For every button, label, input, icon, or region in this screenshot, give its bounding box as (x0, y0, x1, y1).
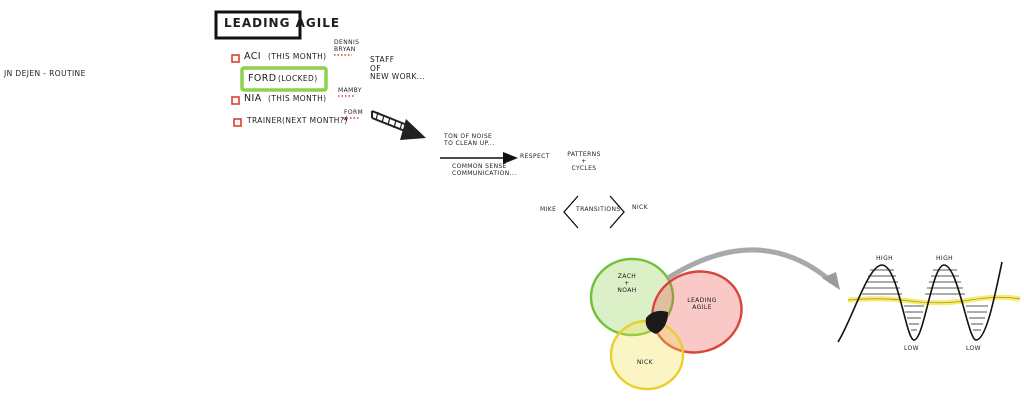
checkbox-aci[interactable] (231, 54, 240, 63)
transition-center: TRANSITIONS (576, 206, 621, 213)
venn-yellow-label: NICK (637, 359, 653, 366)
right-bracket (609, 195, 625, 229)
title-box-frame (214, 10, 302, 40)
venn-green-label: ZACH + NOAH (617, 273, 637, 294)
transition-left: MIKE (540, 206, 557, 213)
flow-bottom-text: COMMON SENSE COMMUNICATION... (452, 163, 517, 177)
venn-center (645, 310, 668, 334)
venn-diagram (589, 257, 743, 391)
venn-yellow-circle (609, 319, 685, 391)
client-nia-note: (THIS MONTH) (268, 94, 327, 103)
transition-right: NICK (632, 204, 648, 211)
patterns-label: PATTERNS + CYCLES (567, 151, 601, 172)
client-aci-note: (THIS MONTH) (268, 52, 327, 61)
flow-arrowhead (503, 152, 518, 164)
staging-note: STAFF OF NEW WORK... (370, 55, 426, 82)
client-trainer-note: (NEXT MONTH?) (282, 116, 348, 125)
flow-top-text: TON OF NOISE TO CLEAN UP... (444, 133, 495, 147)
curved-arrowhead (822, 272, 840, 290)
side-note: JN DEJEN - ROUTINE (4, 69, 86, 78)
wave-trough-2: LOW (966, 345, 981, 352)
wave-peak-1: HIGH (876, 255, 894, 262)
curved-arrow (666, 247, 834, 284)
respect-label: RESPECT (520, 153, 550, 160)
hatched-arrow (371, 110, 426, 140)
client-nia-name: NIA (244, 93, 262, 104)
client-nia-tag: MAMBY (338, 87, 362, 94)
client-aci-name: ACI (244, 51, 261, 62)
checkbox-nia[interactable] (231, 96, 240, 105)
left-bracket (563, 195, 579, 229)
client-trainer-tag: FORM 4 (344, 109, 364, 123)
ford-highlight-box (240, 66, 328, 92)
title-box-label: LEADING AGILE (224, 16, 341, 30)
wave-line (837, 261, 1003, 343)
client-aci-tag: DENNIS BRYAN (334, 39, 360, 53)
client-ford-note: (LOCKED) (278, 74, 318, 83)
checkbox-trainer[interactable] (233, 118, 242, 127)
venn-red-label: LEADING AGILE (687, 297, 717, 311)
wave-peak-2: HIGH (936, 255, 954, 262)
wave-sketch (837, 261, 1021, 343)
client-ford-name: FORD (248, 73, 277, 84)
wave-trough-1: LOW (904, 345, 919, 352)
client-trainer-name: TRAINER (247, 116, 283, 125)
